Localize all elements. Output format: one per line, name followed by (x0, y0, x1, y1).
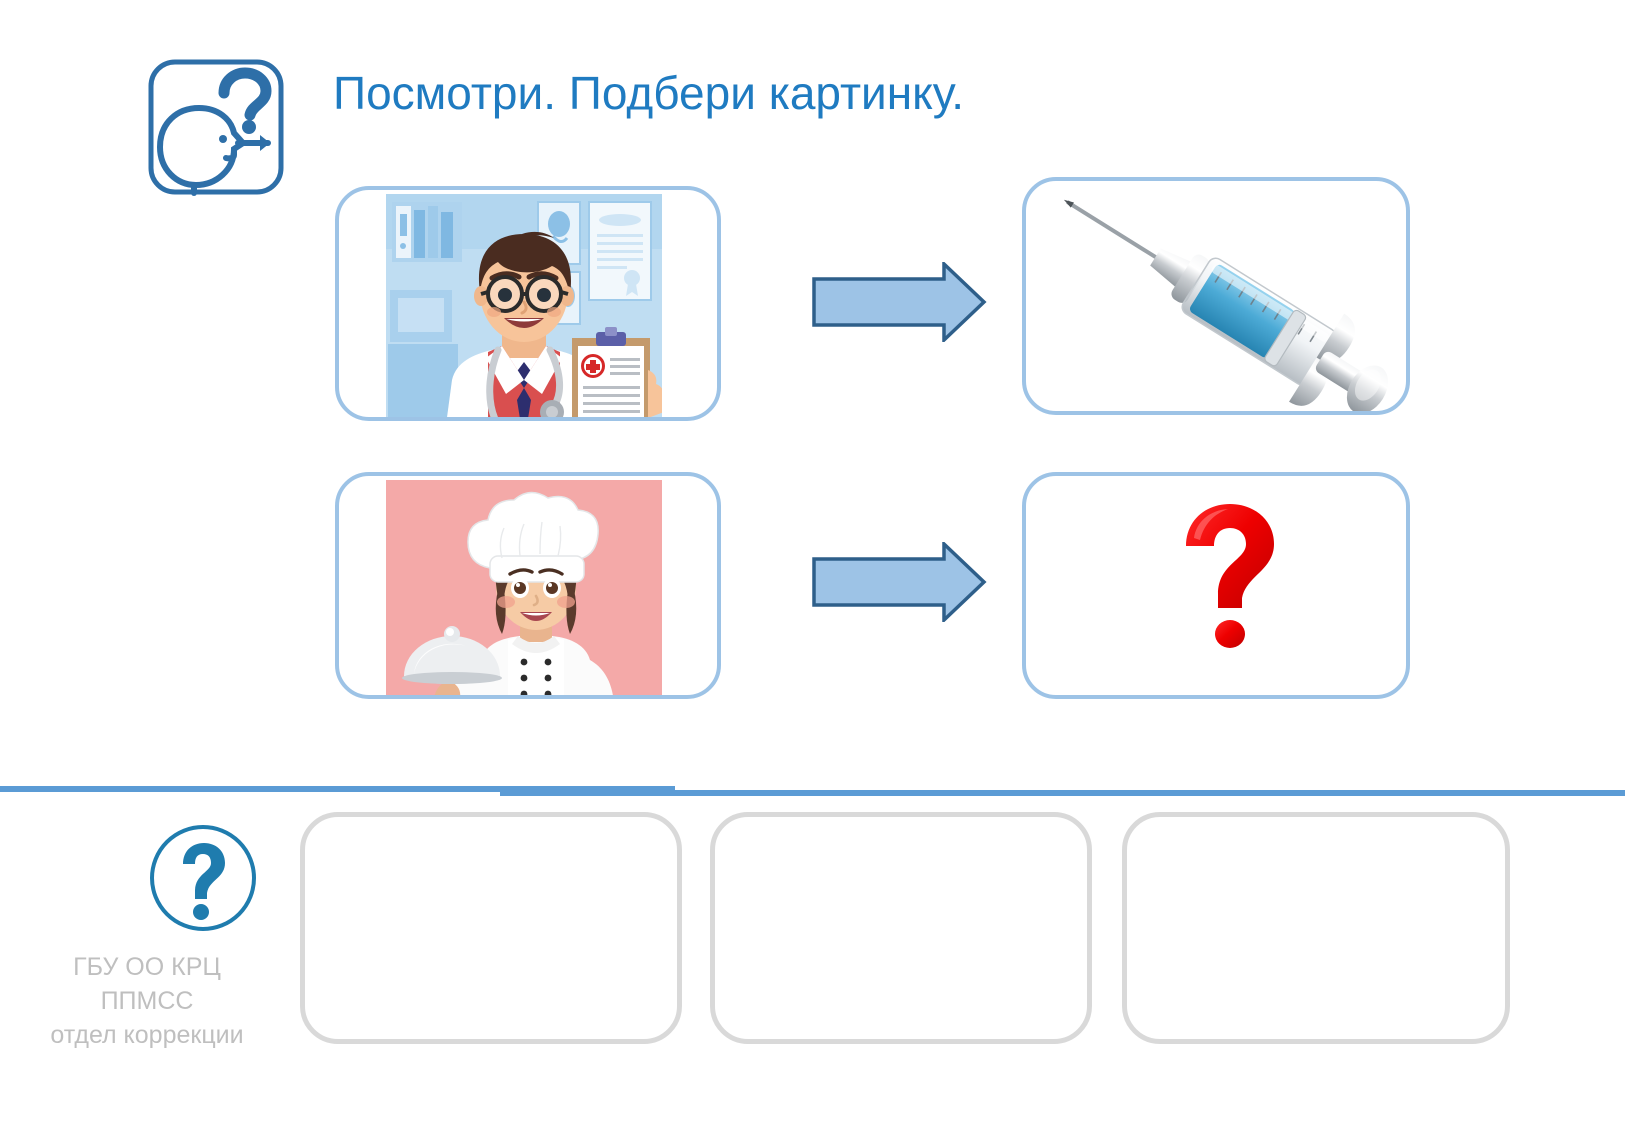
syringe-illustration (1026, 181, 1406, 411)
answer-slot-2[interactable] (710, 812, 1092, 1044)
header-logo-icon (146, 57, 286, 197)
footer-org-line-1: ГБУ ОО КРЦ (73, 953, 221, 981)
arrow-right-icon-row-2 (772, 539, 987, 625)
question-circle-icon (147, 822, 259, 934)
answer-slot-1[interactable] (300, 812, 682, 1044)
unknown-answer-card[interactable] (1022, 472, 1410, 699)
page-title: Посмотри. Подбери картинку. (333, 67, 964, 119)
footer-org-line-2: ППМСС (100, 987, 194, 1015)
chef-card[interactable] (335, 472, 721, 699)
section-divider-right (500, 790, 1625, 796)
chef-illustration (386, 480, 662, 695)
doctor-card[interactable] (335, 186, 721, 421)
doctor-illustration (386, 194, 662, 417)
red-question-mark-icon (1026, 476, 1406, 695)
answer-slot-3[interactable] (1122, 812, 1510, 1044)
footer-org-line-3: отдел коррекции (50, 1021, 244, 1049)
footer-organization: ГБУ ОО КРЦ ППМСС отдел коррекции (12, 950, 282, 1052)
section-divider-left (0, 786, 675, 792)
syringe-card[interactable] (1022, 177, 1410, 415)
arrow-right-icon-row-1 (772, 259, 987, 345)
